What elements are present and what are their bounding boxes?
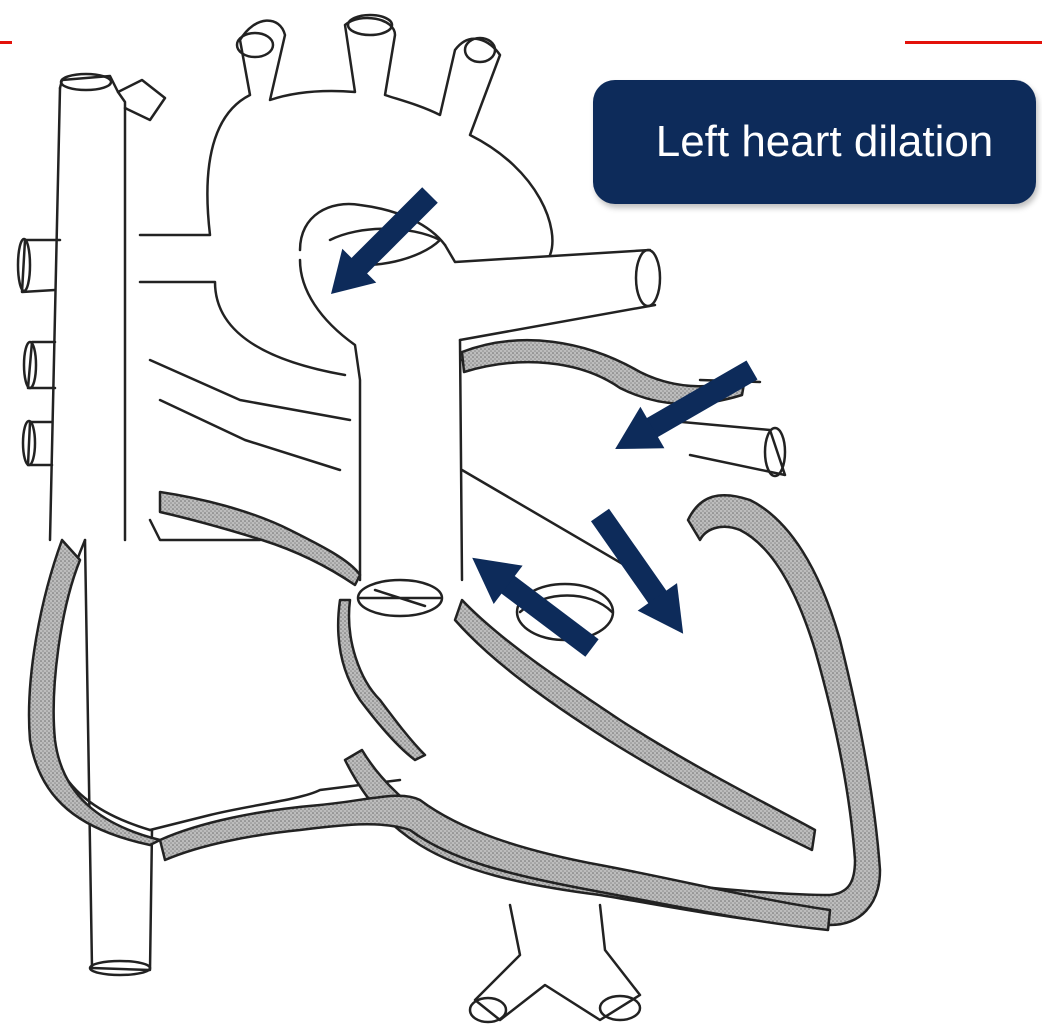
superior-vena-cava <box>60 76 125 540</box>
arrow-icon <box>314 178 447 311</box>
descending-aorta <box>475 905 640 1020</box>
callout-box: Left heart dilation <box>593 80 1036 204</box>
arrow-icon <box>458 539 607 668</box>
arrow-icon <box>580 501 702 647</box>
left-ventricle-wall <box>345 495 880 925</box>
right-ventricle-wall <box>29 540 160 845</box>
septum-wall <box>455 600 815 850</box>
atrial-floor-wall <box>160 492 360 585</box>
inferior-vena-cava <box>85 540 152 970</box>
tricuspid-flap <box>338 600 425 760</box>
lower-wall <box>160 796 830 930</box>
callout-label: Left heart dilation <box>656 117 994 167</box>
aortic-arch <box>140 18 552 255</box>
